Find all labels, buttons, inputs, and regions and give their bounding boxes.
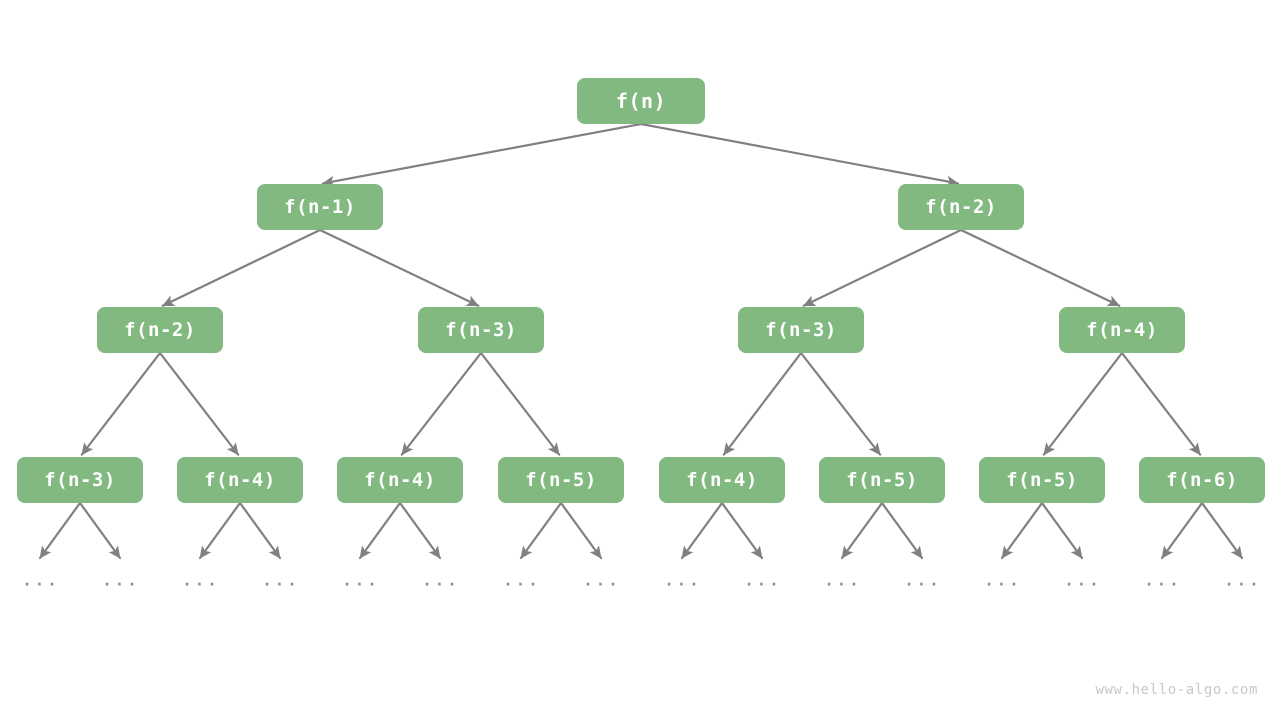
ellipsis-marker: ··· xyxy=(261,573,299,596)
tree-node[interactable]: f(n-1) xyxy=(257,184,383,230)
tree-node[interactable]: f(n-3) xyxy=(738,307,864,353)
ellipsis-marker: ··· xyxy=(502,573,540,596)
terminal-edge xyxy=(1160,501,1204,560)
tree-edge xyxy=(802,228,963,307)
terminal-stub-group xyxy=(38,501,1244,560)
tree-node-label: f(n-4) xyxy=(686,469,758,491)
tree-node-label: f(n-2) xyxy=(124,319,196,341)
tree-edge xyxy=(799,351,882,456)
tree-node[interactable]: f(n-3) xyxy=(17,457,143,503)
watermark: www.hello-algo.com xyxy=(1095,682,1258,698)
ellipsis-marker: ··· xyxy=(181,573,219,596)
tree-node[interactable]: f(n-4) xyxy=(659,457,785,503)
tree-node[interactable]: f(n-4) xyxy=(177,457,303,503)
terminal-edge xyxy=(519,501,563,560)
tree-node[interactable]: f(n-5) xyxy=(979,457,1105,503)
ellipsis-marker: ··· xyxy=(421,573,459,596)
tree-node-label: f(n-4) xyxy=(1086,319,1158,341)
tree-node[interactable]: f(n-2) xyxy=(898,184,1024,230)
tree-node-label: f(n-5) xyxy=(1006,469,1078,491)
ellipsis-marker: ··· xyxy=(341,573,379,596)
terminal-edge xyxy=(38,501,82,560)
tree-node[interactable]: f(n) xyxy=(577,78,705,124)
tree-node[interactable]: f(n-6) xyxy=(1139,457,1265,503)
ellipsis-marker: ··· xyxy=(743,573,781,596)
tree-edge xyxy=(722,351,803,456)
tree-node-label: f(n-5) xyxy=(846,469,918,491)
tree-node-label: f(n-2) xyxy=(925,196,997,218)
terminal-edge xyxy=(840,501,884,560)
tree-node[interactable]: f(n-4) xyxy=(1059,307,1185,353)
tree-node-label: f(n-1) xyxy=(284,196,356,218)
tree-node[interactable]: f(n-5) xyxy=(819,457,945,503)
tree-node[interactable]: f(n-2) xyxy=(97,307,223,353)
tree-node-label: f(n-5) xyxy=(525,469,597,491)
tree-edge xyxy=(318,228,480,307)
tree-edge xyxy=(161,228,322,307)
ellipsis-marker: ··· xyxy=(1143,573,1181,596)
terminal-edge xyxy=(398,501,442,560)
edge-group xyxy=(80,122,1202,456)
tree-edge xyxy=(639,122,960,187)
terminal-edge xyxy=(1040,501,1084,560)
tree-node-label: f(n-6) xyxy=(1166,469,1238,491)
ellipsis-marker: ··· xyxy=(903,573,941,596)
tree-edge xyxy=(321,122,643,187)
ellipsis-marker: ··· xyxy=(21,573,59,596)
tree-node[interactable]: f(n-3) xyxy=(418,307,544,353)
terminal-edge xyxy=(78,501,122,560)
tree-edge xyxy=(158,351,240,456)
ellipsis-marker: ··· xyxy=(823,573,861,596)
terminal-edge xyxy=(198,501,242,560)
tree-node-label: f(n-4) xyxy=(204,469,276,491)
tree-edge xyxy=(1120,351,1202,456)
ellipsis-marker: ··· xyxy=(1063,573,1101,596)
tree-node-label: f(n-3) xyxy=(445,319,517,341)
tree-node-label: f(n) xyxy=(615,89,667,113)
tree-edge xyxy=(400,351,483,456)
tree-edge xyxy=(80,351,162,456)
tree-node-label: f(n-3) xyxy=(765,319,837,341)
tree-edge xyxy=(959,228,1121,307)
tree-node[interactable]: f(n-4) xyxy=(337,457,463,503)
ellipsis-marker: ··· xyxy=(1223,573,1261,596)
terminal-edge xyxy=(559,501,603,560)
tree-node-label: f(n-4) xyxy=(364,469,436,491)
ellipsis-marker: ··· xyxy=(663,573,701,596)
tree-edge xyxy=(1042,351,1124,456)
tree-node-label: f(n-3) xyxy=(44,469,116,491)
tree-edge xyxy=(479,351,561,456)
terminal-edge xyxy=(880,501,924,560)
terminal-edge xyxy=(680,501,724,560)
ellipsis-marker: ··· xyxy=(983,573,1021,596)
terminal-edge xyxy=(238,501,282,560)
terminal-edge xyxy=(1200,501,1244,560)
terminal-edge xyxy=(358,501,402,560)
tree-node[interactable]: f(n-5) xyxy=(498,457,624,503)
ellipsis-marker: ··· xyxy=(101,573,139,596)
ellipsis-marker: ··· xyxy=(582,573,620,596)
terminal-edge xyxy=(1000,501,1044,560)
terminal-edge xyxy=(720,501,764,560)
